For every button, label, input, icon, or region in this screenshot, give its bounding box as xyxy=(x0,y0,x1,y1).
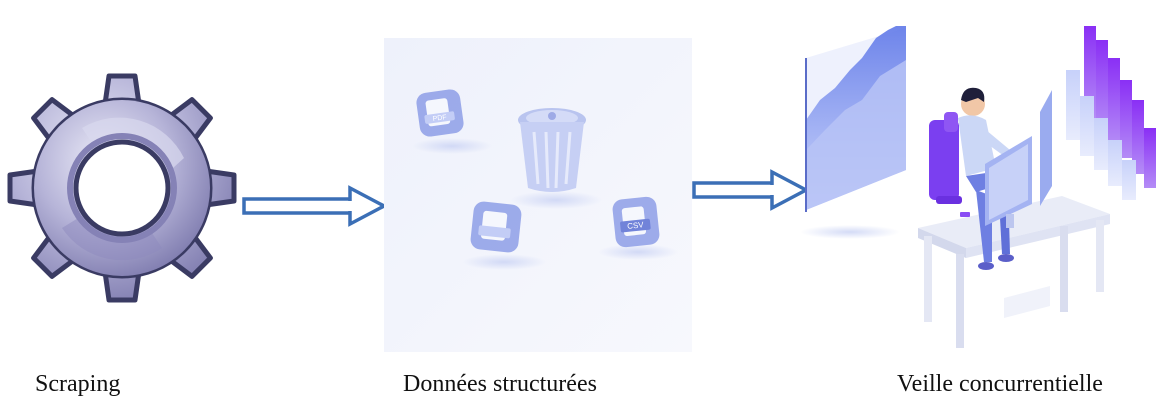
bar-chart-graphic xyxy=(1066,26,1156,200)
trash-can-icon xyxy=(518,108,586,192)
arrow-scraping-to-structured xyxy=(242,185,388,227)
gear-teeth xyxy=(7,73,237,303)
gear-icon xyxy=(7,73,237,303)
structured-files-illustration: PDF CSV xyxy=(384,38,692,352)
area-chart-graphic xyxy=(800,26,906,239)
file-badge-icon: PDF xyxy=(416,89,464,137)
badge-label: PDF xyxy=(432,114,447,123)
monitor-graphic xyxy=(960,90,1052,228)
chair-graphic xyxy=(929,112,962,204)
file-badge-icon xyxy=(470,201,522,253)
analyst-dashboard-illustration xyxy=(800,26,1156,348)
arrow-structured-to-monitoring xyxy=(692,169,810,211)
csv-file-icon: CSV xyxy=(612,196,660,248)
step-label-competitive-monitoring: Veille concurrentielle xyxy=(897,371,1103,397)
step-label-scraping: Scraping xyxy=(35,371,121,397)
badge-label: CSV xyxy=(627,220,645,231)
step-label-structured-data: Données structurées xyxy=(403,371,597,397)
